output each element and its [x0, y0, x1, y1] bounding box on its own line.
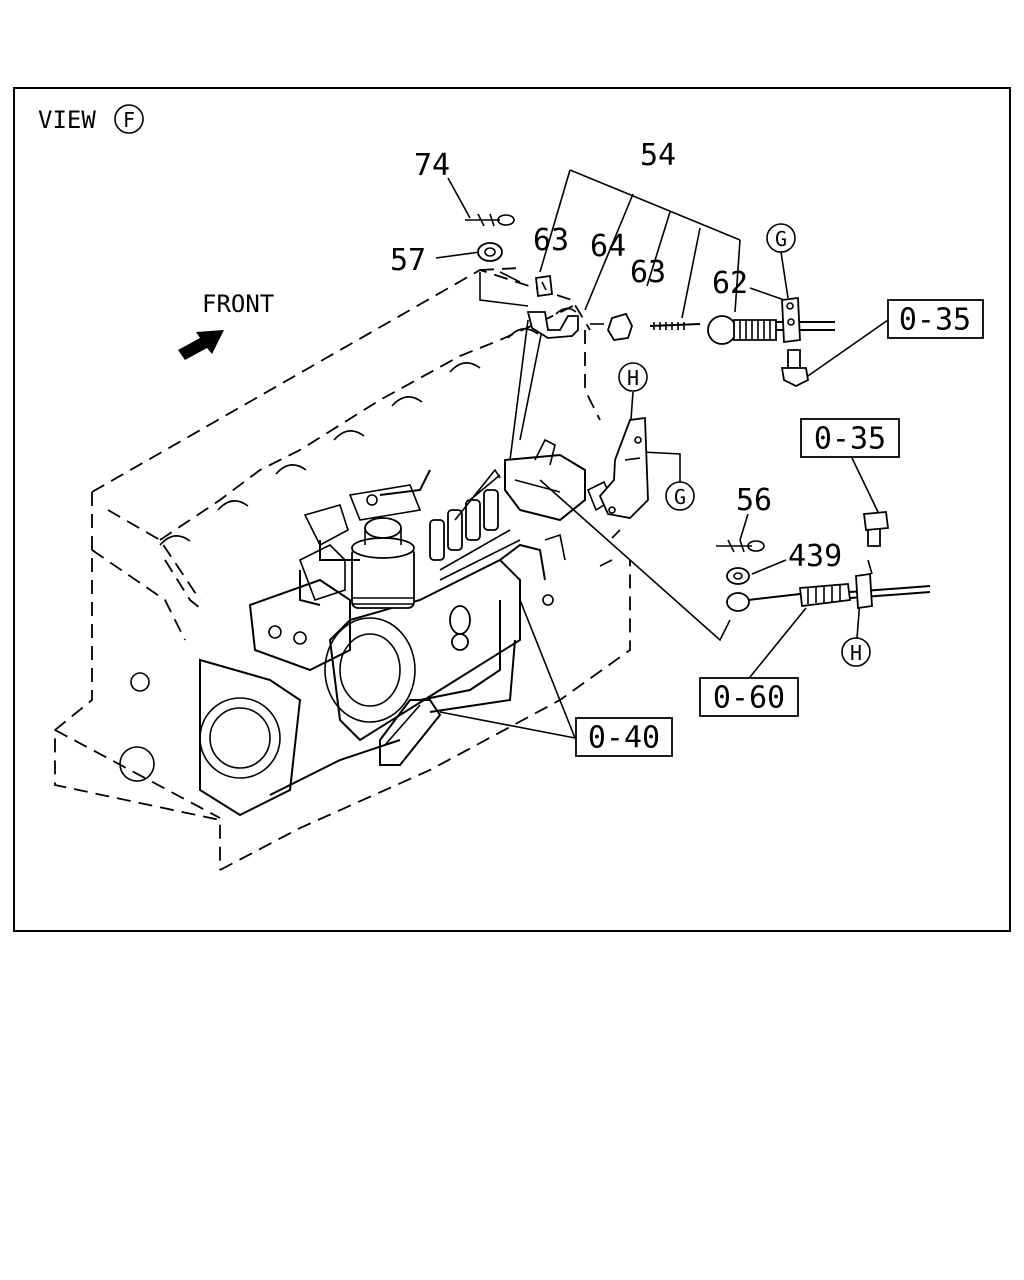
part-56-pin: [716, 539, 765, 553]
ref-circle-h-bottom: H: [841, 637, 871, 667]
front-label: FRONT: [202, 290, 274, 318]
ref-box-o35-mid: 0-35: [800, 418, 900, 458]
part-57-washer: [477, 242, 503, 262]
ref-box-o35-top-text: 0-35: [899, 303, 971, 338]
ref-circle-g-top: G: [766, 223, 796, 253]
ref-letter-h-bottom: H: [850, 641, 862, 665]
injection-pump-assembly: [199, 438, 586, 817]
label-64: 64: [590, 229, 626, 264]
pump-plungers: [429, 468, 521, 651]
ref-letter-h-mid: H: [627, 366, 639, 390]
view-ref-letter: F: [123, 108, 135, 132]
ref-box-o40-text: 0-40: [588, 721, 660, 756]
ref-box-o35-top: 0-35: [887, 299, 984, 339]
ref-box-o60: 0-60: [699, 677, 799, 717]
label-62: 62: [712, 266, 748, 301]
label-57: 57: [390, 243, 426, 278]
diagram-frame: [13, 87, 1011, 932]
label-54: 54: [640, 138, 676, 173]
part-63-nut-b: [590, 312, 633, 341]
front-arrow-icon: [178, 330, 224, 360]
part-63-nut-a: [535, 274, 553, 298]
view-label: VIEW F: [38, 104, 144, 134]
ref-circle-g-mid: G: [665, 481, 695, 511]
ref-box-o60-text: 0-60: [713, 681, 785, 716]
part-439-washer: [726, 567, 750, 585]
label-74: 74: [414, 148, 450, 183]
label-63-b: 63: [630, 255, 666, 290]
leader-lines: [435, 169, 889, 739]
bracket-h: [598, 416, 649, 519]
view-ref-circle: [114, 104, 144, 134]
ref-box-o40: 0-40: [575, 717, 673, 757]
label-56: 56: [736, 483, 772, 518]
cable-assembly-top: [649, 296, 835, 388]
front-indicator: FRONT: [178, 290, 274, 360]
cable-assembly-bottom: [726, 511, 931, 612]
ref-circle-h-mid: H: [618, 362, 648, 392]
part-74-pin: [465, 213, 515, 227]
view-text: VIEW: [38, 106, 96, 134]
ref-box-o35-mid-text: 0-35: [814, 422, 886, 457]
part-64-lever: [526, 311, 579, 339]
part-number-labels: 54 74 57 63 64 63 62 56 439: [390, 138, 842, 574]
ref-letter-g-top: G: [775, 227, 787, 251]
label-439: 439: [788, 539, 842, 574]
engine-block-outline: [54, 267, 631, 871]
ref-letter-g-mid: G: [674, 485, 686, 509]
label-63-a: 63: [533, 223, 569, 258]
